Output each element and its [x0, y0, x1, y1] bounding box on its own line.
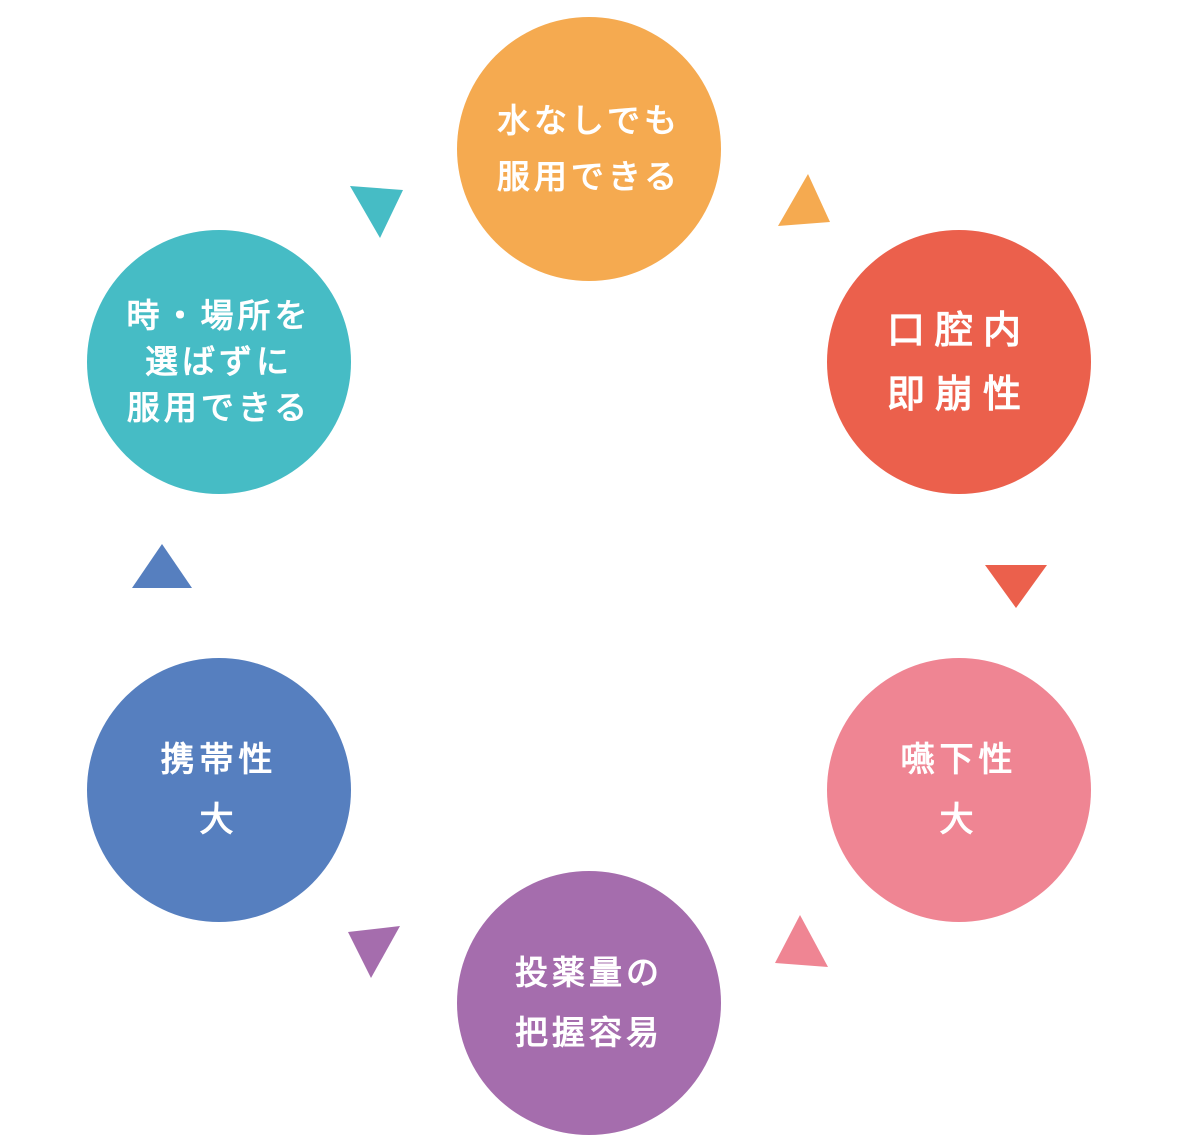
node-water-free: 水なしでも 服用できる	[457, 17, 721, 281]
arrow-triangle-purple	[348, 926, 400, 978]
node-portability: 携帯性 大	[87, 658, 351, 922]
node-label-line: 投薬量の	[515, 953, 663, 992]
node-label-line: 嚥下性	[900, 740, 1018, 780]
node-label-line: 大	[199, 800, 239, 840]
node-orally-disintegrating: 口腔内 即崩性	[827, 230, 1091, 494]
node-label-line: 水なしでも	[496, 101, 681, 140]
node-label-line: 大	[939, 800, 979, 840]
node-label-line: 口腔内	[886, 308, 1031, 352]
node-dose-recognition: 投薬量の 把握容易	[457, 871, 721, 1135]
arrow-triangle-teal	[350, 186, 403, 238]
node-swallowability: 嚥下性 大	[827, 658, 1091, 922]
node-label-line: 把握容易	[515, 1013, 663, 1052]
node-label-line: 即崩性	[886, 372, 1031, 416]
node-label-line: 服用できる	[126, 388, 312, 427]
node-label-line: 選ばずに	[145, 342, 293, 381]
node-anywhere-anytime: 時・場所を 選ばずに 服用できる	[87, 230, 351, 494]
node-label-line: 服用できる	[496, 157, 682, 196]
node-label-line: 時・場所を	[126, 296, 312, 335]
arrow-triangle-orange	[778, 174, 830, 226]
arrow-triangle-pink	[775, 915, 828, 967]
node-label-line: 携帯性	[160, 740, 278, 780]
arrow-triangle-blue	[132, 544, 192, 588]
arrow-triangle-red	[985, 565, 1047, 608]
